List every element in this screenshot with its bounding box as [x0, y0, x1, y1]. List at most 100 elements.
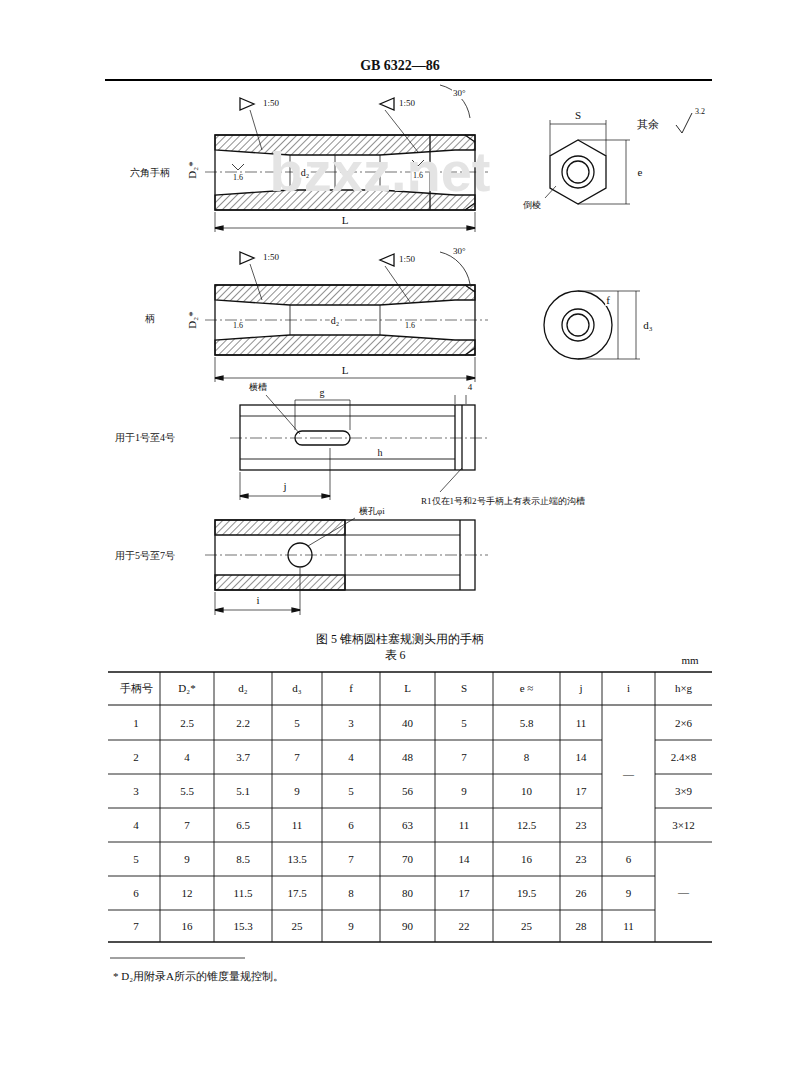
table-cell: f	[348, 682, 354, 694]
table-cell: 手柄号	[119, 682, 154, 694]
table-cell: S	[460, 682, 468, 694]
table-rule	[435, 876, 493, 877]
table-rule	[435, 740, 493, 741]
table-cell: 11	[291, 819, 304, 831]
table-rule	[272, 740, 322, 741]
table-rule	[560, 842, 602, 843]
table-cell: i	[626, 682, 631, 694]
table-cell: 9	[183, 853, 191, 865]
table-rule	[272, 672, 273, 942]
table-cell: 10	[520, 785, 533, 797]
table-cell: 5	[293, 716, 301, 728]
table-rule	[655, 842, 712, 843]
table-rule	[560, 808, 602, 809]
dimension-label: 六角手柄	[129, 167, 171, 178]
table-rule	[322, 808, 380, 809]
table-grid	[108, 672, 712, 942]
table-cell: 5.1	[235, 785, 251, 797]
dimension-label: d₂	[330, 315, 341, 326]
table-cell: 28	[575, 920, 588, 932]
dimension-label: 1:50	[262, 99, 280, 109]
dimension-label: j	[282, 480, 287, 492]
table-rule	[493, 672, 494, 942]
table-rule	[272, 808, 322, 809]
table-cell: 70	[401, 853, 414, 865]
table-rule	[655, 740, 712, 741]
table-rule	[160, 910, 214, 911]
table-cell: 8.5	[235, 853, 251, 865]
cross-hole-handle-view	[205, 518, 488, 615]
table-rule	[435, 842, 493, 843]
table-rule	[493, 774, 560, 775]
table-cell: 6.5	[235, 819, 251, 831]
table-cell: 13.5	[286, 853, 307, 865]
table-rule	[602, 910, 655, 911]
dimension-label: 30°	[452, 89, 467, 99]
table-cell: L	[403, 682, 412, 694]
table-rule	[380, 740, 435, 741]
table-rule	[272, 910, 322, 911]
table-cell: 5.5	[179, 785, 195, 797]
dimension-label: d₂	[300, 167, 311, 178]
table-cell: 9	[460, 785, 468, 797]
table-rule	[272, 876, 322, 877]
table-rule	[160, 842, 214, 843]
table-cell: 4	[132, 819, 140, 831]
table-rule	[108, 740, 160, 741]
table-cell: 23	[575, 819, 588, 831]
table-cell: 5	[132, 853, 140, 865]
table-cell: —	[677, 886, 690, 898]
dimension-label: d₃	[642, 319, 653, 331]
table-rule	[560, 774, 602, 775]
table-cell: D₂*	[177, 682, 196, 694]
table-rule	[560, 740, 602, 741]
dimension-label: 其余	[636, 118, 660, 130]
table-cell: 16	[520, 853, 533, 865]
dimension-label: 1.6	[412, 172, 424, 181]
table-rule	[214, 842, 272, 843]
table-rule	[380, 672, 381, 942]
table-rule	[322, 910, 380, 911]
table-cell: 40	[401, 716, 414, 728]
table-rule	[108, 910, 160, 911]
dimension-label: 30°	[452, 247, 467, 257]
table-rule	[322, 842, 380, 843]
table-cell: e ≈	[519, 682, 535, 694]
slotted-handle-view	[230, 395, 488, 500]
table-rule	[380, 774, 435, 775]
table-cell: 25	[291, 920, 304, 932]
dimension-label: 1.6	[232, 322, 244, 331]
table-rule	[160, 672, 161, 942]
table-rule	[380, 842, 435, 843]
table-rule	[655, 672, 656, 942]
table-cell: 6	[132, 887, 140, 899]
table-rule	[435, 808, 493, 809]
dimension-label: mm	[680, 654, 699, 666]
table-rule	[380, 910, 435, 911]
table-cell: 19.5	[516, 887, 537, 899]
table-rule	[493, 842, 560, 843]
dimension-label: 1:50	[398, 99, 416, 109]
dimension-label: R1仅在1号和2号手柄上有表示止端的沟槽	[420, 497, 586, 507]
dimension-label: g	[319, 387, 326, 398]
table-cell: 5	[347, 785, 355, 797]
table-cell: 11	[575, 716, 588, 728]
table-rule	[108, 876, 160, 877]
dimension-label: 用于1号至4号	[114, 432, 176, 443]
footnote-rule	[110, 958, 245, 959]
table-rule	[272, 842, 322, 843]
dimension-label: 柄	[144, 313, 156, 324]
header-rule	[105, 79, 712, 81]
table-cell: 2×6	[674, 716, 693, 728]
table-rule	[272, 774, 322, 775]
table-cell: 48	[401, 751, 414, 763]
table-rule	[108, 808, 160, 809]
table-cell: 1	[132, 716, 140, 728]
dimension-label: 3.2	[694, 108, 706, 117]
table-rule	[560, 910, 602, 911]
table-cell: 9	[625, 887, 633, 899]
table-cell: 15.3	[232, 920, 253, 932]
figure-caption: 图 5 锥柄圆柱塞规测头用的手柄	[315, 633, 485, 646]
table-rule	[108, 774, 160, 775]
table-cell: 11	[622, 920, 635, 932]
